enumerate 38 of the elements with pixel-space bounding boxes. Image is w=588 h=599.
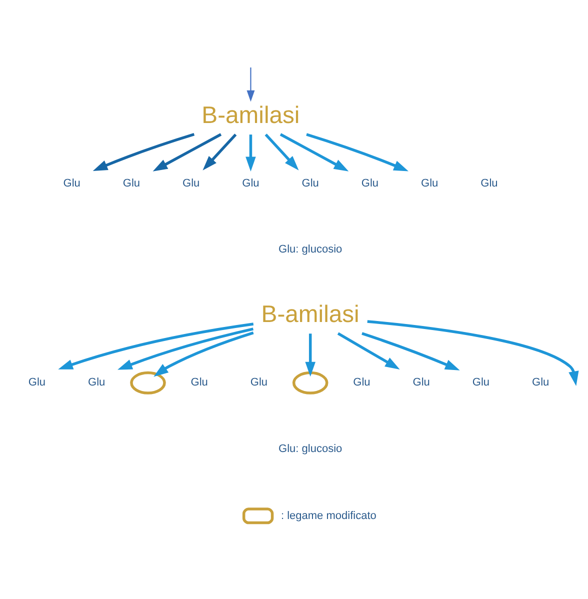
node-text: Glu — [472, 376, 490, 388]
node-text: Glu — [250, 376, 268, 388]
node-text: Glu — [421, 177, 438, 190]
node-text: Glu — [532, 376, 550, 388]
node-text: Glu — [302, 177, 319, 190]
arrow — [154, 330, 254, 376]
arrow — [306, 132, 408, 171]
node-text: B-amilasi — [202, 102, 300, 129]
legend-label: : legame modificato — [280, 509, 376, 522]
arrow — [246, 66, 255, 102]
node-text: Glu — [122, 177, 140, 190]
label: Glu: glucosio — [278, 243, 342, 256]
arrow — [92, 132, 195, 170]
arrow — [202, 133, 237, 170]
node-text: Glu — [480, 177, 498, 190]
arrow — [367, 320, 579, 386]
arrow — [58, 322, 254, 369]
arrow — [337, 332, 400, 369]
node-text: Glu — [242, 177, 260, 190]
node-text: Glu — [88, 376, 106, 388]
arrow — [362, 332, 460, 370]
node-text: Glu — [412, 376, 430, 388]
arrow — [246, 134, 256, 171]
arrow — [305, 333, 316, 376]
node-arc — [292, 370, 328, 394]
node-text: Glu — [28, 376, 46, 388]
arrow — [264, 133, 299, 170]
node-text: Glu — [353, 376, 370, 388]
arrow — [280, 132, 349, 171]
node-text: Glu — [190, 376, 208, 388]
arrow — [118, 327, 254, 370]
node-text: Glu — [361, 177, 379, 190]
label: Glu: glucosio — [278, 442, 342, 454]
node-text: Glu — [182, 177, 200, 190]
node-text: Glu — [63, 177, 80, 190]
node-arc — [130, 370, 166, 394]
node-text: B-amilasi — [261, 300, 360, 328]
arrow — [152, 132, 222, 171]
